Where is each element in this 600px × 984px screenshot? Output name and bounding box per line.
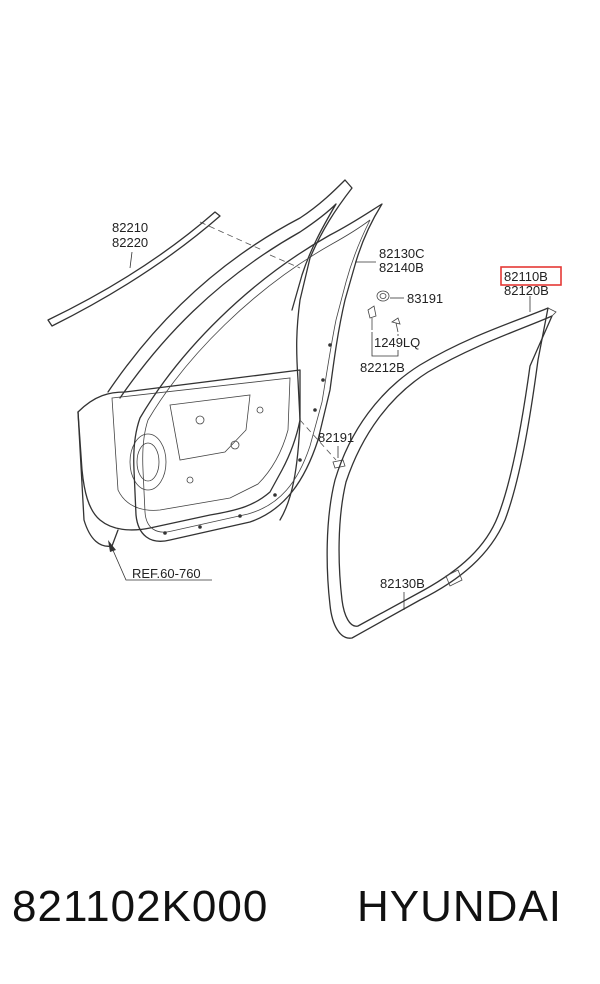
door-cutout	[169, 394, 251, 461]
part-footer: 821102K000 HYUNDAI	[0, 872, 600, 952]
door-speaker-hole	[129, 433, 167, 491]
callout-82120b[interactable]: 82120B	[504, 283, 549, 298]
callout-82140b[interactable]: 82140B	[379, 260, 424, 275]
callout-82210[interactable]: 82210	[112, 220, 148, 235]
callout-83191[interactable]: 83191	[407, 291, 443, 306]
callout-1249lq[interactable]: 1249LQ	[374, 335, 420, 350]
callout-82130b[interactable]: 82130B	[380, 576, 425, 591]
door-body-outline	[77, 369, 301, 531]
leader-82212b	[371, 332, 399, 357]
ref-arrow-icon	[108, 540, 116, 552]
alignment-line	[299, 419, 337, 461]
callout-82220[interactable]: 82220	[112, 235, 148, 250]
door-inner-panel	[111, 377, 291, 511]
alignment-line	[269, 254, 301, 269]
alignment-line	[199, 221, 263, 251]
leader-ref	[111, 547, 212, 581]
belt-moulding-strip	[47, 211, 221, 327]
body-weatherstrip-lip	[547, 307, 557, 317]
door-speaker-hole-inner	[136, 442, 160, 482]
strip-clips	[163, 343, 332, 535]
clip-82191	[332, 459, 346, 469]
highlight-box-82110b	[500, 266, 562, 286]
body-weatherstrip-82110b	[326, 307, 549, 639]
door-hole	[195, 415, 205, 425]
door-hole	[256, 406, 264, 414]
callout-82212b[interactable]: 82212B	[360, 360, 405, 375]
door-hole	[186, 476, 194, 484]
clip-82212b	[367, 305, 377, 330]
door-weatherstrip-82130c-inner	[142, 219, 371, 533]
callout-ref[interactable]: REF.60-760	[132, 566, 201, 581]
body-weatherstrip-82110b-inner	[338, 315, 553, 627]
leader-82210	[129, 251, 133, 269]
screw-1249lq	[391, 317, 401, 333]
body-weatherstrip-joint	[445, 569, 463, 587]
door-weatherstrip-82130c	[133, 203, 383, 542]
callout-82191[interactable]: 82191	[318, 430, 354, 445]
callout-82110b[interactable]: 82110B	[504, 269, 548, 284]
callout-82130c[interactable]: 82130C	[379, 246, 425, 261]
brand-name: HYUNDAI	[357, 882, 563, 931]
door-hinge-edge	[77, 411, 119, 547]
door-window-frame-inner	[119, 203, 337, 399]
door-weatherstrip-diagram: 82210 82220 82130C 82140B 82110B 82120B …	[47, 179, 562, 639]
part-number: 821102K000	[12, 882, 269, 931]
door-window-frame-outer	[107, 179, 353, 521]
clip-83191	[376, 290, 390, 302]
